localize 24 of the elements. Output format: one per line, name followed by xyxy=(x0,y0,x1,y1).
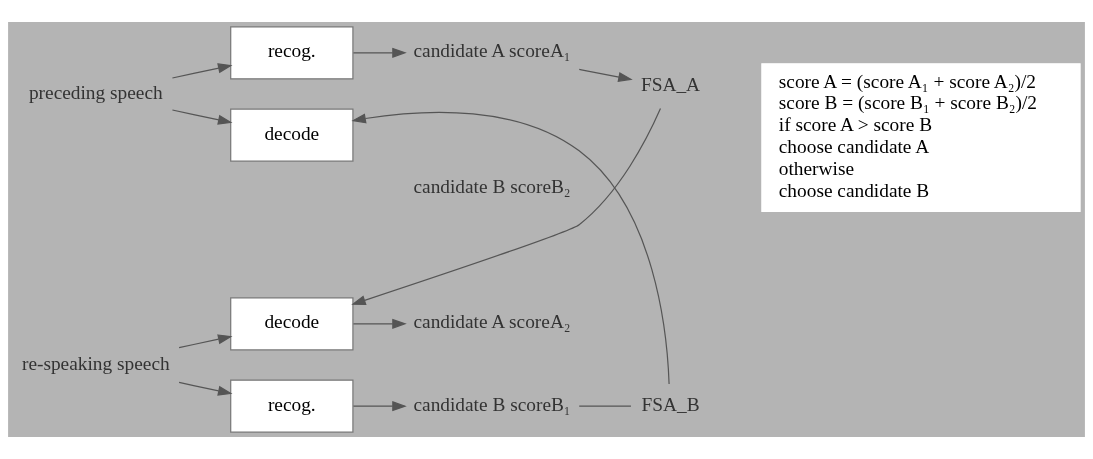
node-box: recog. xyxy=(230,26,354,80)
arrow xyxy=(351,111,670,385)
node-box: score A = (score A₁ + score A₂)/2 score B = (score B₁ + score B₂)/2 if score A > score B choose candidate A otherwise choose candidate B xyxy=(761,63,1081,212)
arrow xyxy=(352,47,407,58)
node-text: re-speaking speech xyxy=(21,352,170,374)
node-box: decode xyxy=(230,108,354,162)
node-box: decode xyxy=(230,297,354,351)
node-box: recog. xyxy=(230,379,354,433)
connector xyxy=(578,405,632,407)
node-text: candidate B scoreB₁ xyxy=(413,393,571,415)
node-text: candidate A scoreA₂ xyxy=(413,311,571,333)
arrow xyxy=(171,63,233,79)
arrow xyxy=(171,109,233,125)
node-text: candidate A scoreA₁ xyxy=(413,40,571,62)
arrow xyxy=(352,401,407,412)
arrow xyxy=(578,68,633,82)
node-text: FSA_A xyxy=(640,74,701,96)
arrow xyxy=(178,334,233,349)
node-text: candidate B scoreB₂ xyxy=(413,175,571,197)
node-text: FSA_B xyxy=(641,393,700,415)
arrow xyxy=(352,318,407,329)
arrow xyxy=(351,108,662,306)
node-text: preceding speech xyxy=(28,81,163,103)
arrow xyxy=(178,381,233,396)
